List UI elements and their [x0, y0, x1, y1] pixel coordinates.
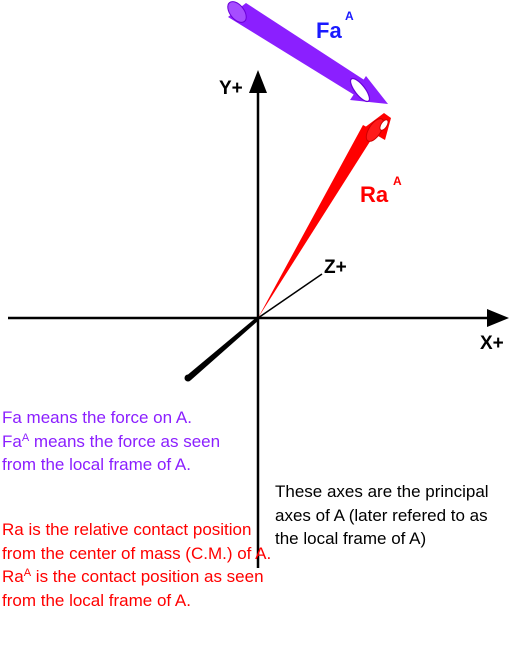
force-note-line1: Fa means the force on A. [2, 408, 192, 427]
force-vector [227, 1, 388, 104]
x-axis [8, 309, 509, 327]
x-axis-arrowhead [487, 309, 509, 327]
position-note-sup: A [23, 567, 32, 579]
y-axis-arrowhead [249, 70, 267, 93]
y-axis [249, 70, 267, 568]
x-axis-label: X+ [480, 333, 504, 354]
force-label-sup: A [345, 9, 354, 23]
position-vector-shaft [258, 125, 376, 318]
force-note: Fa means the force on A. FaA means the f… [2, 406, 257, 477]
axes-note: These axes are the principal axes of A (… [275, 480, 505, 551]
svg-text:A: A [345, 9, 354, 23]
force-note-rest: means the force as seen from the local f… [2, 431, 221, 475]
force-note-line2: FaA means the force as seen from the loc… [2, 430, 257, 477]
force-vector-shaft [228, 3, 372, 96]
position-note: Ra is the relative contact position from… [2, 518, 272, 612]
z-axis-label: Z+ [324, 257, 347, 278]
svg-text:A: A [393, 174, 402, 188]
force-vector-label: Fa A [316, 9, 354, 43]
axes-note-text: These axes are the principal axes of A (… [275, 482, 489, 548]
z-axis-negative-part [185, 316, 259, 380]
position-label-sup: A [393, 174, 402, 188]
svg-text:Fa: Fa [316, 18, 342, 43]
force-note-base: Fa [2, 431, 22, 451]
z-axis [184, 273, 323, 382]
position-label-base: Ra [360, 182, 389, 207]
position-note-line2: RaA is the contact position as seen from… [2, 565, 272, 612]
y-axis-label: Y+ [219, 78, 243, 99]
force-note-sup: A [21, 431, 30, 444]
position-note-rest: is the contact position as seen from the… [2, 567, 264, 610]
svg-text:Ra: Ra [360, 182, 389, 207]
position-note-line1: Ra is the relative contact position from… [2, 520, 272, 563]
position-note-base: Ra [2, 567, 24, 586]
force-label-base: Fa [316, 18, 342, 43]
position-vector [258, 113, 391, 318]
position-vector-label: Ra A [360, 174, 402, 207]
